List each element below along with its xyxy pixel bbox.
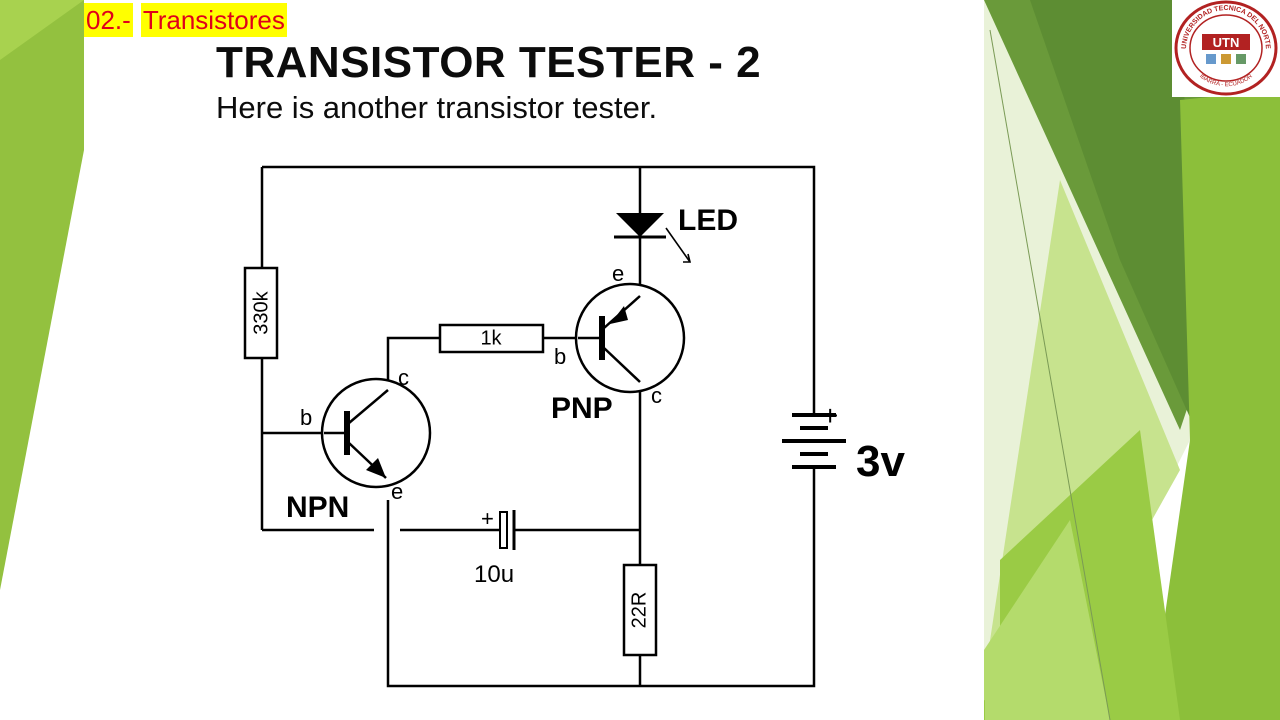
left-green-shape (0, 0, 84, 590)
npn-base-label: b (300, 405, 312, 430)
pnp-collector-lead (603, 347, 641, 383)
npn-collector-label: c (398, 365, 409, 390)
led-ray-arrow (683, 253, 692, 263)
right-thin-line (989, 29, 1111, 720)
led-ray (665, 227, 691, 263)
content-panel (84, 0, 984, 720)
capacitor-label: 10u (474, 561, 514, 588)
wire-bottom (386, 478, 816, 688)
slide-subtitle: Here is another transistor tester. (216, 90, 658, 125)
pnp-label: PNP (551, 392, 613, 425)
right-green-facet (1150, 90, 1280, 720)
capacitor-plate-positive (499, 511, 508, 549)
wire-top (262, 165, 816, 415)
pnp-emitter-arrow (610, 306, 628, 324)
led-diode-body (616, 213, 664, 237)
npn-collector-lead (348, 389, 389, 424)
npn-emitter-label: e (391, 479, 403, 504)
university-logo: UNIVERSIDAD TECNICA DEL NORTE UTN IBARRA… (1172, 0, 1280, 97)
right-darker-facet (1030, 0, 1200, 440)
resistor-330k-label: 330k (250, 290, 272, 334)
led-label: LED (678, 204, 738, 237)
resistor-330k (243, 266, 279, 360)
npn-label: NPN (286, 491, 349, 524)
pnp-collector-label: c (651, 383, 662, 408)
svg-text:UTN: UTN (1213, 35, 1240, 50)
section-label: Transistores (140, 3, 287, 37)
pnp-base-label: b (554, 344, 566, 369)
resistor-1k (438, 323, 545, 354)
resistor-22r (622, 563, 658, 657)
resistor-22r-label: 22R (628, 592, 650, 629)
right-lime-facet (984, 520, 1110, 720)
battery-polarity: + (822, 400, 838, 431)
battery-label: 3v (856, 437, 905, 486)
slide-title: TRANSISTOR TESTER - 2 (216, 38, 762, 87)
npn-transistor (320, 377, 432, 489)
npn-emitter-arrow (366, 458, 386, 478)
resistor-1k-label: 1k (480, 327, 502, 349)
logo-seal-icon: UNIVERSIDAD TECNICA DEL NORTE UTN IBARRA… (1174, 0, 1278, 96)
pnp-transistor (574, 282, 686, 394)
left-green-highlight (0, 0, 84, 60)
capacitor-polarity: + (481, 506, 494, 531)
section-number: 02.- (84, 3, 133, 37)
pnp-emitter-label: e (612, 261, 624, 286)
section-tag: 02.- Transistores (84, 3, 287, 37)
